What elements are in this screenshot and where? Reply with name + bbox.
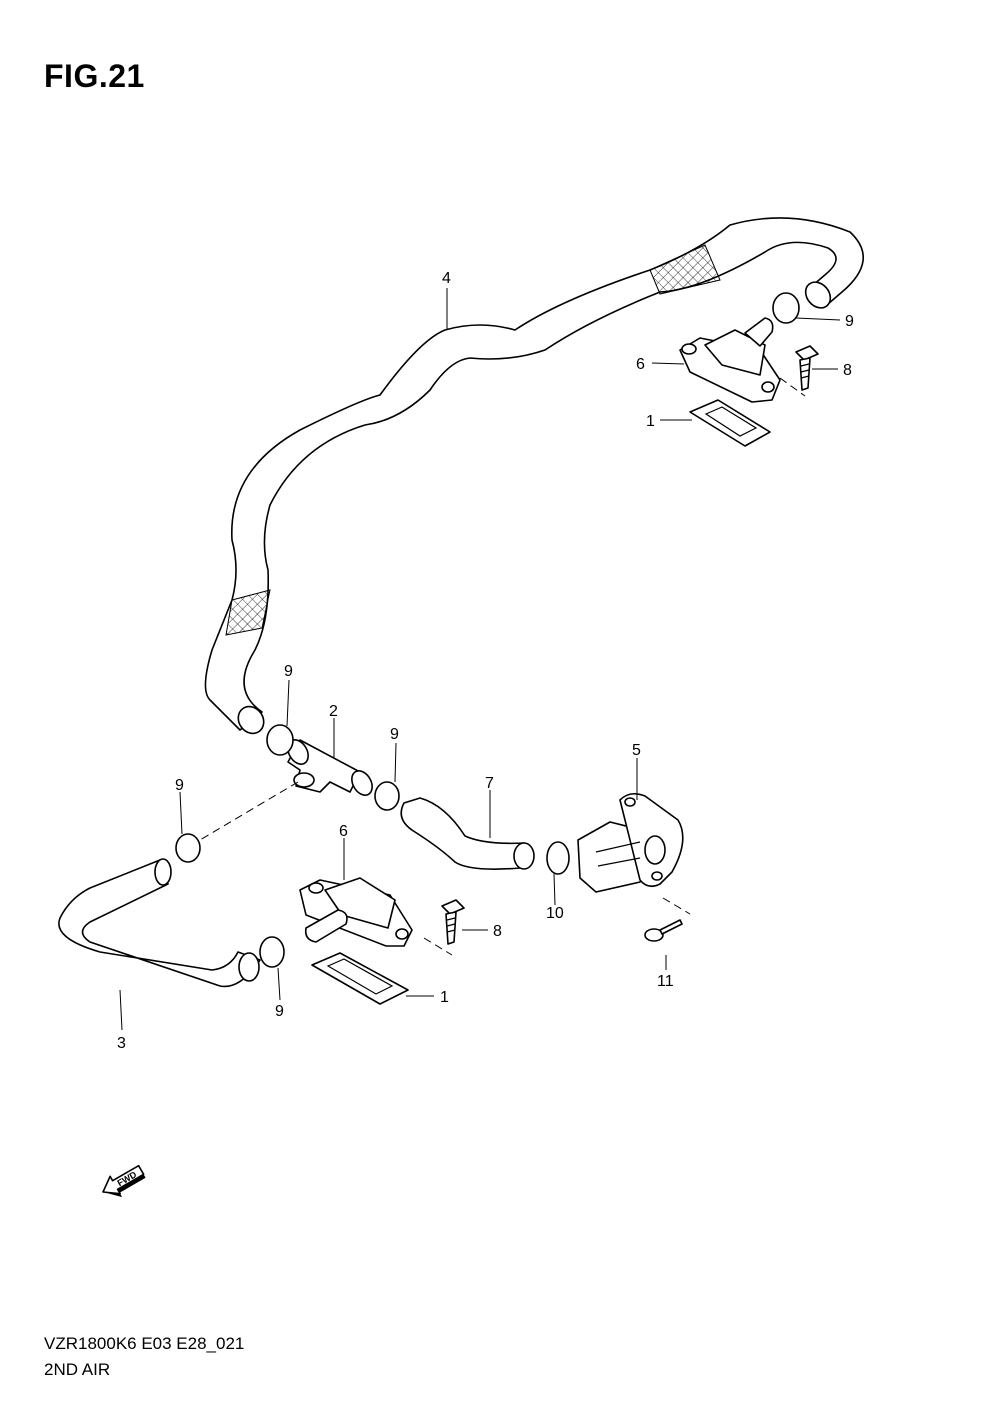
t-joint-2: [287, 739, 373, 796]
section-name: 2ND AIR: [44, 1360, 111, 1379]
callout-8-upper: 8: [843, 362, 852, 379]
callout-9-c: 9: [175, 777, 184, 794]
clamp-9-d: [259, 936, 285, 968]
model-code: VZR1800K6 E03 E28_021: [44, 1334, 245, 1353]
callout-2: 2: [329, 703, 338, 720]
callout-3: 3: [117, 1035, 126, 1052]
callout-7: 7: [485, 775, 494, 792]
reed-valve-cover-6-lower: [299, 877, 413, 947]
figure-title: FIG.21: [44, 58, 145, 94]
fwd-arrow-icon: FWD: [102, 1164, 146, 1198]
reed-valve-cover-6-upper: [679, 317, 781, 403]
callout-8-lower: 8: [493, 923, 502, 940]
gasket-1-upper: [689, 399, 771, 447]
bolt-8-lower: [441, 899, 465, 945]
callout-6-lower: 6: [339, 823, 348, 840]
callout-1-lower: 1: [440, 989, 449, 1006]
air-control-valve-5: [577, 792, 684, 893]
callout-10: 10: [546, 905, 564, 922]
callout-6-upper: 6: [636, 356, 645, 373]
clamp-9-b: [374, 781, 400, 811]
callout-9-d: 9: [275, 1003, 284, 1020]
callout-9-a: 9: [284, 663, 293, 680]
leader-lines: [119, 288, 841, 1031]
callout-4: 4: [442, 270, 451, 287]
hose-7: [400, 797, 535, 870]
callout-9-b: 9: [390, 726, 399, 743]
clamp-9-upper: [772, 292, 800, 324]
callout-labels: 1 1 2 3 4 5 6 6 7 8 8 9 9 9 9 9 10 11: [117, 270, 854, 1052]
callout-5: 5: [632, 742, 641, 759]
bolt-8-upper: [795, 345, 819, 391]
callout-1-upper: 1: [646, 413, 655, 430]
callout-11: 11: [657, 973, 674, 990]
hose-4: [204, 217, 865, 735]
screw-11: [644, 919, 683, 942]
assembly-lines: [199, 377, 806, 956]
callout-9-upper: 9: [845, 313, 854, 330]
clamp-9-a: [266, 724, 294, 756]
gasket-1-lower: [311, 952, 409, 1005]
hose-3: [58, 858, 261, 988]
clamp-9-c: [175, 833, 201, 863]
clamp-10: [546, 841, 570, 875]
